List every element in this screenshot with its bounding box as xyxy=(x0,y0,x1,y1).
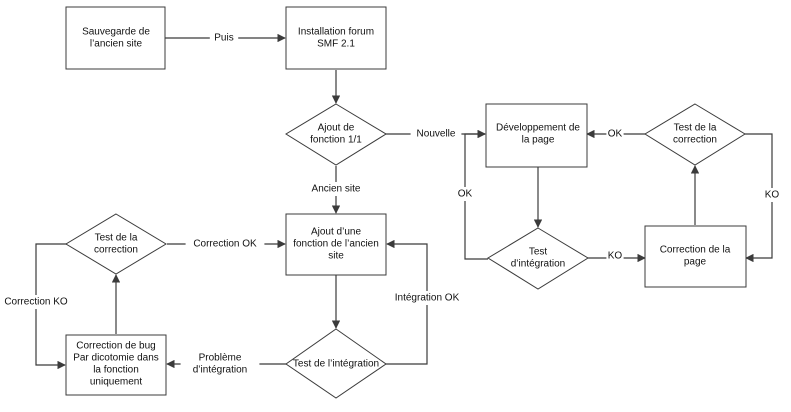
node-label-line: Test de l’intégration xyxy=(293,359,379,370)
edge-label-background xyxy=(180,351,260,377)
node-label-line: la fonction xyxy=(93,365,139,376)
edge-label-ok-right: OK xyxy=(606,127,624,141)
edge-label-ancien-site: Ancien site xyxy=(302,182,370,196)
node-label-line: Installation forum xyxy=(298,27,374,38)
node-label-line: l’ancien site xyxy=(90,39,143,50)
node-label-line: d’intégration xyxy=(511,259,565,270)
node-label-line: site xyxy=(328,251,344,262)
node-label-line: la page xyxy=(522,135,555,146)
edge-label-ok-left: OK xyxy=(456,187,474,201)
node-label-line: fonction de l’ancien xyxy=(293,239,379,250)
edge-label-background xyxy=(410,127,462,141)
node-label-line: page xyxy=(684,257,707,268)
edge-label-background xyxy=(606,249,624,263)
edge-label-line: Correction OK xyxy=(193,239,257,250)
edge-label-correction-ok: Correction OK xyxy=(185,237,265,251)
node-label-line: Test de la xyxy=(674,123,717,134)
node-label-line: Par dicotomie dans xyxy=(73,353,159,364)
node-label-line: Test de la xyxy=(95,233,138,244)
node-label-line: correction xyxy=(94,245,138,256)
edge-label-background xyxy=(606,127,624,141)
edge-label-line: OK xyxy=(458,189,473,200)
node-label-line: Correction de la xyxy=(660,245,731,256)
edge-label-line: KO xyxy=(765,190,780,201)
edge-label-line: Puis xyxy=(214,33,233,44)
node-label-line: fonction 1/1 xyxy=(310,135,362,146)
edge-label-puis: Puis xyxy=(209,31,239,45)
node-label-line: Test xyxy=(529,247,548,258)
edge-label-background xyxy=(185,237,265,251)
node-label-line: SMF 2.1 xyxy=(317,39,355,50)
node-sauvegarde: Sauvegarde del’ancien site xyxy=(65,6,166,70)
node-label-line: uniquement xyxy=(90,377,142,388)
edge-label-ko-right: KO xyxy=(763,188,781,202)
edge-label-background xyxy=(384,291,470,305)
edge-label-nouvelle: Nouvelle xyxy=(410,127,462,141)
edge-label-line: Ancien site xyxy=(312,184,361,195)
edge-label-line: d’intégration xyxy=(193,365,247,376)
edge-label-line: Nouvelle xyxy=(417,129,456,140)
edge-label-correction-ko: Correction KO xyxy=(0,295,76,309)
edge-label-line: Correction KO xyxy=(4,297,68,308)
node-test-integration-bottom: Test de l’intégration xyxy=(285,328,387,399)
edge-label-ko-bottom: KO xyxy=(606,249,624,263)
edge-label-line: Intégration OK xyxy=(395,293,460,304)
node-label-line: Ajout de xyxy=(318,123,355,134)
edge-label-background xyxy=(763,188,781,202)
node-label-line: Développement de xyxy=(496,123,580,134)
edge-label-line: OK xyxy=(608,129,623,140)
edge-label-line: KO xyxy=(608,251,623,262)
node-label-line: correction xyxy=(673,135,717,146)
edge-label-background xyxy=(209,31,239,45)
edge-label-background xyxy=(0,295,76,309)
edge-label-integration-ok: Intégration OK xyxy=(384,291,470,305)
node-label-line: Sauvegarde de xyxy=(82,27,150,38)
node-label-line: Correction de bug xyxy=(76,341,156,352)
edge-label-background xyxy=(456,187,474,201)
edge-label-line: Problème xyxy=(199,353,242,364)
edge-label-background xyxy=(302,182,370,196)
node-label-line: Ajout d’une xyxy=(311,227,361,238)
